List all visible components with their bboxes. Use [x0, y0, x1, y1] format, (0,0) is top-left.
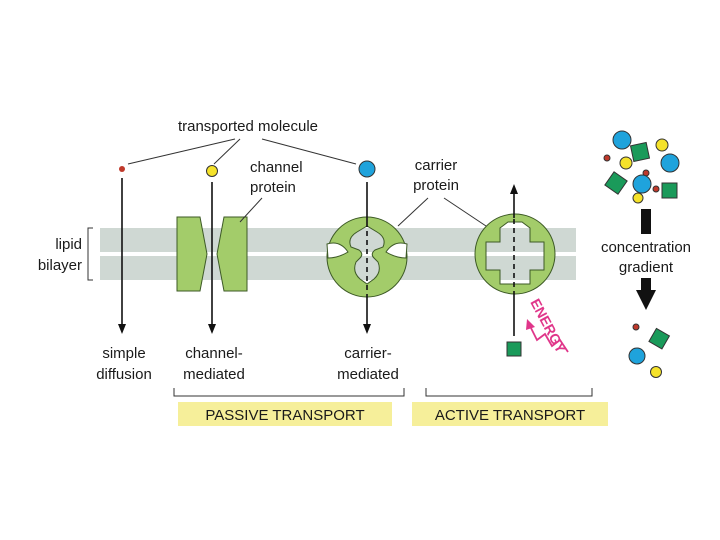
channel-protein-right-half	[216, 216, 248, 292]
energy-squiggle-arrow	[529, 325, 569, 353]
channel-protein-left-half	[176, 216, 208, 292]
active-transport-band	[412, 402, 608, 426]
gradient-arrow-shaft-lower	[641, 278, 651, 292]
channel-mediated-pathway	[206, 165, 218, 334]
carrier-protein-label-line2: protein	[413, 177, 459, 194]
carrier-mediated-label-line2: mediated	[337, 366, 399, 383]
simple-diffusion-label-line1: simple	[102, 345, 145, 362]
high-concentration-cluster	[603, 130, 680, 204]
arrowhead-down	[118, 324, 126, 334]
channel-mediated-label-line2: mediated	[183, 366, 245, 383]
channel-protein	[176, 216, 248, 292]
molecule-green-square	[506, 341, 522, 357]
concentration-gradient-label-line2: gradient	[619, 259, 674, 276]
active-transport-label: ACTIVE TRANSPORT	[435, 407, 585, 424]
energy-arrowhead	[526, 319, 535, 330]
arrowhead-down	[363, 324, 371, 334]
carrier-protein-leaders	[397, 197, 487, 227]
molecule-yellow	[206, 165, 218, 177]
active-transport-bracket	[425, 388, 593, 397]
passive-transport-band	[178, 402, 392, 426]
transported-molecule-leaders	[127, 138, 357, 165]
passive-transport-label: PASSIVE TRANSPORT	[205, 407, 364, 424]
gradient-arrow-shaft-upper	[641, 209, 651, 234]
concentration-gradient-label-line1: concentration	[601, 239, 691, 256]
carrier-passive-left-notch	[326, 242, 349, 259]
carrier-mediated-pathway	[358, 160, 376, 334]
carrier-protein-passive-body	[326, 216, 408, 298]
transported-molecule-label: transported molecule	[178, 118, 318, 135]
lipid-bilayer-label-line1: lipid	[55, 236, 82, 253]
carrier-mediated-label-line1: carrier-	[344, 345, 392, 362]
carrier-protein-active	[474, 213, 556, 295]
simple-diffusion-pathway	[118, 166, 126, 334]
molecule-blue	[358, 160, 376, 178]
carrier-protein-passive	[326, 216, 408, 298]
low-concentration-cluster	[628, 323, 671, 378]
active-transport-pathway	[506, 184, 522, 357]
energy-indicator: ENERGY	[526, 296, 570, 356]
lipid-bilayer-label-line2: bilayer	[38, 257, 82, 274]
passive-transport-bracket	[173, 388, 405, 397]
category-brackets	[173, 388, 593, 397]
small-molecule-red	[119, 166, 125, 172]
lipid-bilayer-bracket	[87, 227, 93, 281]
channel-mediated-label-line1: channel-	[185, 345, 243, 362]
carrier-protein-active-body	[474, 213, 556, 295]
arrowhead-down	[208, 324, 216, 334]
gradient-arrowhead	[636, 290, 656, 310]
channel-protein-label-line2: protein	[250, 179, 296, 196]
carrier-passive-right-notch	[385, 242, 408, 259]
carrier-protein-label-line1: carrier	[415, 157, 458, 174]
simple-diffusion-label-line2: diffusion	[96, 366, 152, 383]
arrowhead-up	[510, 184, 518, 194]
channel-protein-leader	[239, 197, 263, 223]
channel-protein-label-line1: channel	[250, 159, 303, 176]
